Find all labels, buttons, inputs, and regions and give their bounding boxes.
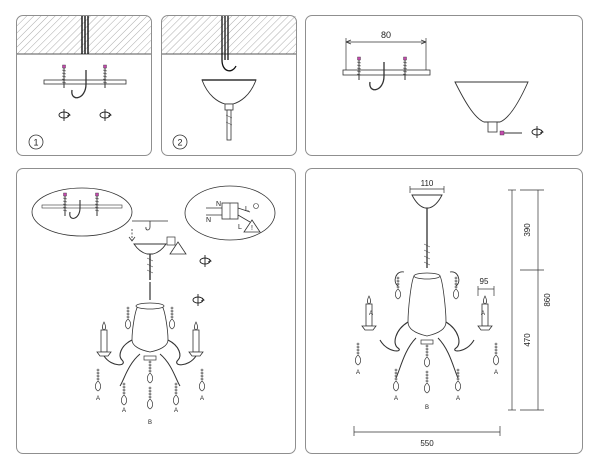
- step-1-badge: [28, 134, 44, 150]
- step-1-number: 1: [33, 138, 38, 148]
- pendant: [424, 344, 430, 368]
- pendant-label: B: [425, 405, 429, 411]
- step-1-mounting-plate: [43, 64, 127, 99]
- pendant: [147, 386, 153, 410]
- wire-l-bottom: L: [238, 224, 242, 231]
- pendant-label: A: [394, 396, 398, 402]
- rotate-icon: [58, 108, 71, 122]
- assembly-wiring-bubble: !: [184, 185, 276, 241]
- assembly-chandelier: [103, 282, 197, 387]
- wire-n-bottom: N: [206, 217, 211, 224]
- rotate-icon: [99, 108, 112, 122]
- step-1-wires: [81, 16, 89, 54]
- assembly-canopy: [133, 236, 187, 280]
- candle-left: [96, 321, 112, 357]
- pendant-label: A: [200, 396, 204, 402]
- upper-height-label: 390: [523, 223, 532, 237]
- pendant-label: A: [369, 311, 373, 317]
- pendant: [395, 276, 401, 300]
- pendant-label: A: [174, 408, 178, 414]
- pendant: [173, 382, 179, 406]
- pendant-label: A: [96, 396, 100, 402]
- candle-right: [188, 321, 204, 357]
- total-height-label: 860: [543, 293, 552, 307]
- pendant: [493, 342, 499, 366]
- rotate-icon: [531, 125, 544, 139]
- pendant: [95, 368, 101, 392]
- step-2-number: 2: [177, 138, 182, 148]
- pendant-label: A: [122, 408, 126, 414]
- assembly-hook-and-arrow: [128, 220, 168, 242]
- mount-width-label: 80: [381, 30, 391, 40]
- step-1-ceiling: [17, 16, 151, 55]
- pendant: [125, 306, 131, 330]
- span-dimension: [353, 426, 501, 436]
- rotate-icon: [192, 293, 205, 307]
- pendant-label: A: [456, 396, 460, 402]
- step-2-ceiling: [162, 16, 296, 55]
- pendant: [355, 342, 361, 366]
- svg-text:!: !: [251, 225, 253, 232]
- wire-n-top: N: [216, 201, 221, 208]
- mount-canopy-detail: [454, 81, 529, 136]
- step-2-wires: [221, 16, 237, 72]
- canopy-width-label: 110: [421, 179, 434, 188]
- assembly-mount-bubble: [31, 187, 133, 237]
- cup-width-dimension: [477, 286, 495, 296]
- step-2-canopy: [201, 79, 257, 141]
- mount-width-dimension: [345, 38, 427, 70]
- mount-plate-detail: [342, 56, 431, 91]
- canopy-width-dimension: [409, 186, 445, 193]
- pendant: [424, 370, 430, 394]
- pendant-label: A: [481, 311, 485, 317]
- pendant: [199, 368, 205, 392]
- wire-l-top: L: [245, 206, 249, 213]
- pendant: [147, 360, 153, 384]
- pendant: [121, 382, 127, 406]
- pendant: [169, 306, 175, 330]
- pendant-label: B: [148, 420, 152, 426]
- rotate-icon: [199, 254, 212, 268]
- lower-height-label: 470: [523, 333, 532, 347]
- cup-width-label: 95: [480, 277, 489, 286]
- dimensioned-chandelier: [379, 194, 475, 379]
- pendant: [453, 276, 459, 300]
- span-label: 550: [420, 439, 434, 448]
- pendant-label: A: [494, 370, 498, 376]
- height-dimensions: [508, 189, 544, 411]
- step-2-badge: [172, 134, 188, 150]
- pendant-label: A: [356, 370, 360, 376]
